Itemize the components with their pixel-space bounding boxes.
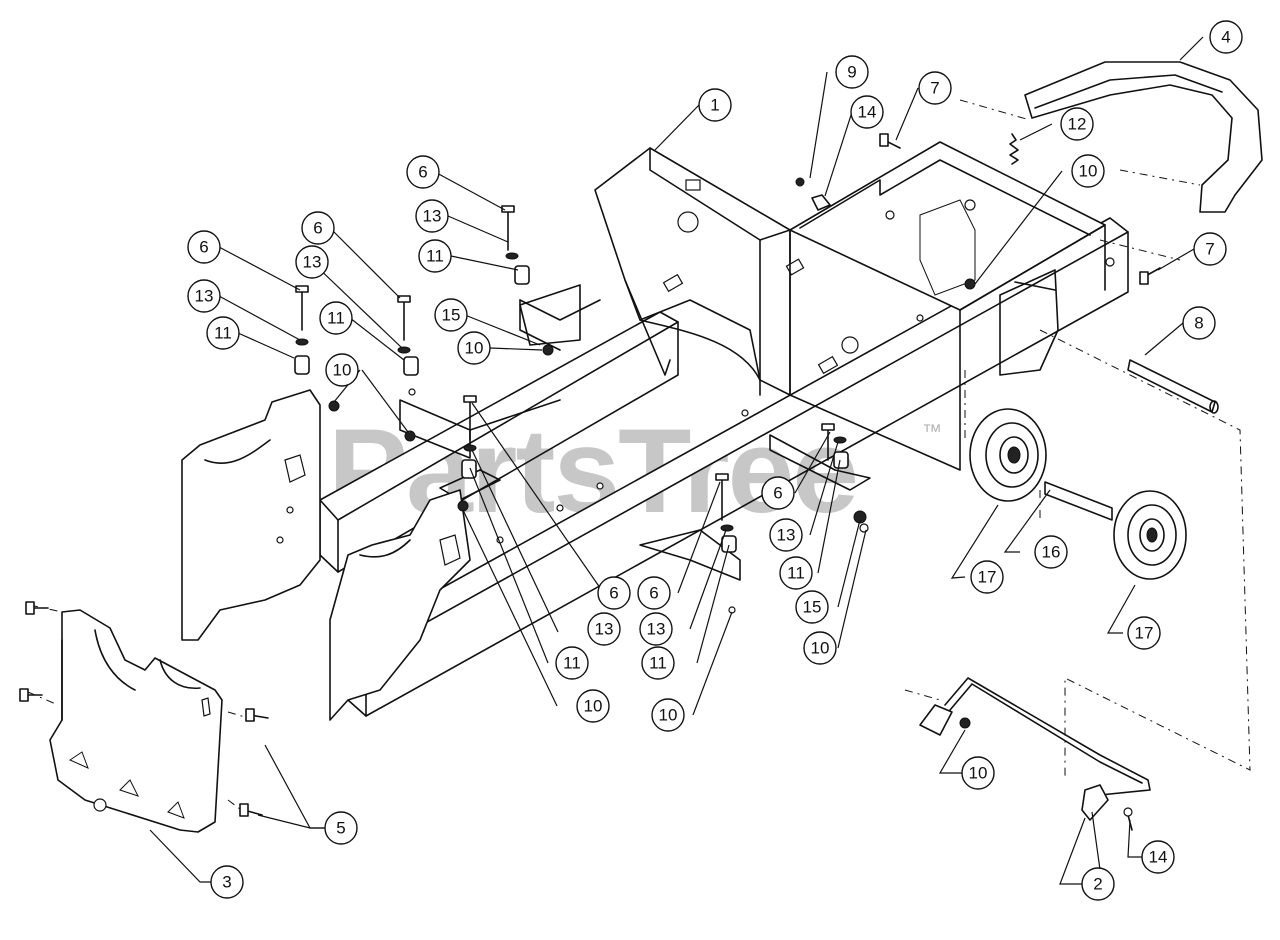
callout-9: 9	[835, 55, 869, 89]
callout-14: 14	[850, 95, 884, 129]
svg-text:15: 15	[442, 306, 461, 325]
callout-15: 15	[795, 590, 829, 624]
svg-text:10: 10	[969, 764, 988, 783]
svg-text:10: 10	[659, 706, 678, 725]
main-frame	[319, 141, 1129, 717]
callout-6: 6	[761, 476, 795, 510]
svg-text:13: 13	[423, 207, 442, 226]
svg-text:14: 14	[1149, 848, 1168, 867]
callout-11: 11	[641, 646, 675, 680]
watermark-trademark: ™	[922, 421, 942, 443]
svg-text:11: 11	[649, 654, 667, 673]
callout-10: 10	[651, 698, 685, 732]
svg-text:4: 4	[1221, 28, 1230, 47]
callout-6: 6	[637, 576, 671, 610]
svg-text:7: 7	[1205, 240, 1214, 259]
callout-10: 10	[803, 631, 837, 665]
svg-text:17: 17	[978, 568, 997, 587]
left-side-plate	[181, 389, 321, 641]
svg-text:13: 13	[595, 620, 614, 639]
svg-text:11: 11	[563, 654, 581, 673]
callout-17: 17	[970, 560, 1004, 594]
svg-text:10: 10	[333, 361, 352, 380]
callout-13: 13	[587, 612, 621, 646]
wheel-left	[969, 408, 1047, 502]
callout-13: 13	[295, 245, 329, 279]
callout-10: 10	[961, 756, 995, 790]
svg-text:9: 9	[847, 63, 856, 82]
wheel-right	[1113, 490, 1187, 580]
svg-text:16: 16	[1042, 543, 1061, 562]
svg-text:3: 3	[222, 873, 231, 892]
callout-17: 17	[1127, 616, 1161, 650]
callout-11: 11	[206, 316, 240, 350]
callout-16: 16	[1034, 535, 1068, 569]
axle	[1044, 481, 1113, 521]
svg-text:17: 17	[1135, 624, 1154, 643]
callout-3: 3	[210, 865, 244, 899]
callout-6: 6	[301, 211, 335, 245]
svg-text:11: 11	[214, 324, 232, 343]
callout-13: 13	[769, 518, 803, 552]
svg-text:10: 10	[811, 639, 830, 658]
svg-text:13: 13	[647, 620, 666, 639]
svg-text:6: 6	[609, 584, 618, 603]
svg-text:6: 6	[418, 163, 427, 182]
svg-text:12: 12	[1068, 115, 1087, 134]
svg-text:5: 5	[336, 819, 345, 838]
center-side-plate	[329, 489, 471, 721]
rear-bumper	[1024, 61, 1263, 213]
svg-text:10: 10	[465, 339, 484, 358]
callout-13: 13	[187, 279, 221, 313]
callout-15: 15	[434, 298, 468, 332]
callout-6: 6	[597, 576, 631, 610]
svg-text:13: 13	[195, 287, 214, 306]
svg-text:11: 11	[426, 247, 444, 266]
callout-10: 10	[576, 689, 610, 723]
callout-10: 10	[457, 331, 491, 365]
svg-text:10: 10	[1079, 162, 1098, 181]
callout-11: 11	[555, 646, 589, 680]
svg-text:15: 15	[803, 598, 822, 617]
svg-text:8: 8	[1194, 314, 1203, 333]
svg-text:6: 6	[773, 484, 782, 503]
callout-8: 8	[1182, 306, 1216, 340]
svg-text:1: 1	[710, 96, 719, 115]
callout-4: 4	[1209, 20, 1243, 54]
callout-6: 6	[187, 230, 221, 264]
svg-text:10: 10	[584, 697, 603, 716]
callout-13: 13	[639, 612, 673, 646]
svg-text:11: 11	[327, 309, 345, 328]
callout-1: 1	[698, 88, 732, 122]
lift-rod	[919, 677, 1151, 821]
callout-13: 13	[415, 199, 449, 233]
callout-10: 10	[325, 353, 359, 387]
callout-7: 7	[1193, 232, 1227, 266]
svg-text:13: 13	[777, 526, 796, 545]
callout-5: 5	[324, 811, 358, 845]
svg-text:13: 13	[303, 253, 322, 272]
callout-11: 11	[418, 239, 452, 273]
axle-pin	[1127, 359, 1219, 414]
svg-text:14: 14	[858, 103, 877, 122]
svg-text:2: 2	[1093, 875, 1102, 894]
svg-text:6: 6	[313, 219, 322, 238]
side-panel-left	[49, 609, 223, 833]
callout-12: 12	[1060, 107, 1094, 141]
svg-text:6: 6	[649, 584, 658, 603]
svg-text:11: 11	[787, 564, 805, 583]
callout-6: 6	[406, 155, 440, 189]
callout-10: 10	[1071, 154, 1105, 188]
callout-14: 14	[1141, 840, 1175, 874]
callout-11: 11	[779, 556, 813, 590]
hardware	[19, 133, 1161, 831]
svg-text:7: 7	[930, 79, 939, 98]
leader-lines	[149, 36, 1204, 885]
callout-11: 11	[319, 301, 353, 335]
callout-2: 2	[1081, 867, 1115, 901]
callout-7: 7	[918, 71, 952, 105]
svg-text:6: 6	[199, 238, 208, 257]
